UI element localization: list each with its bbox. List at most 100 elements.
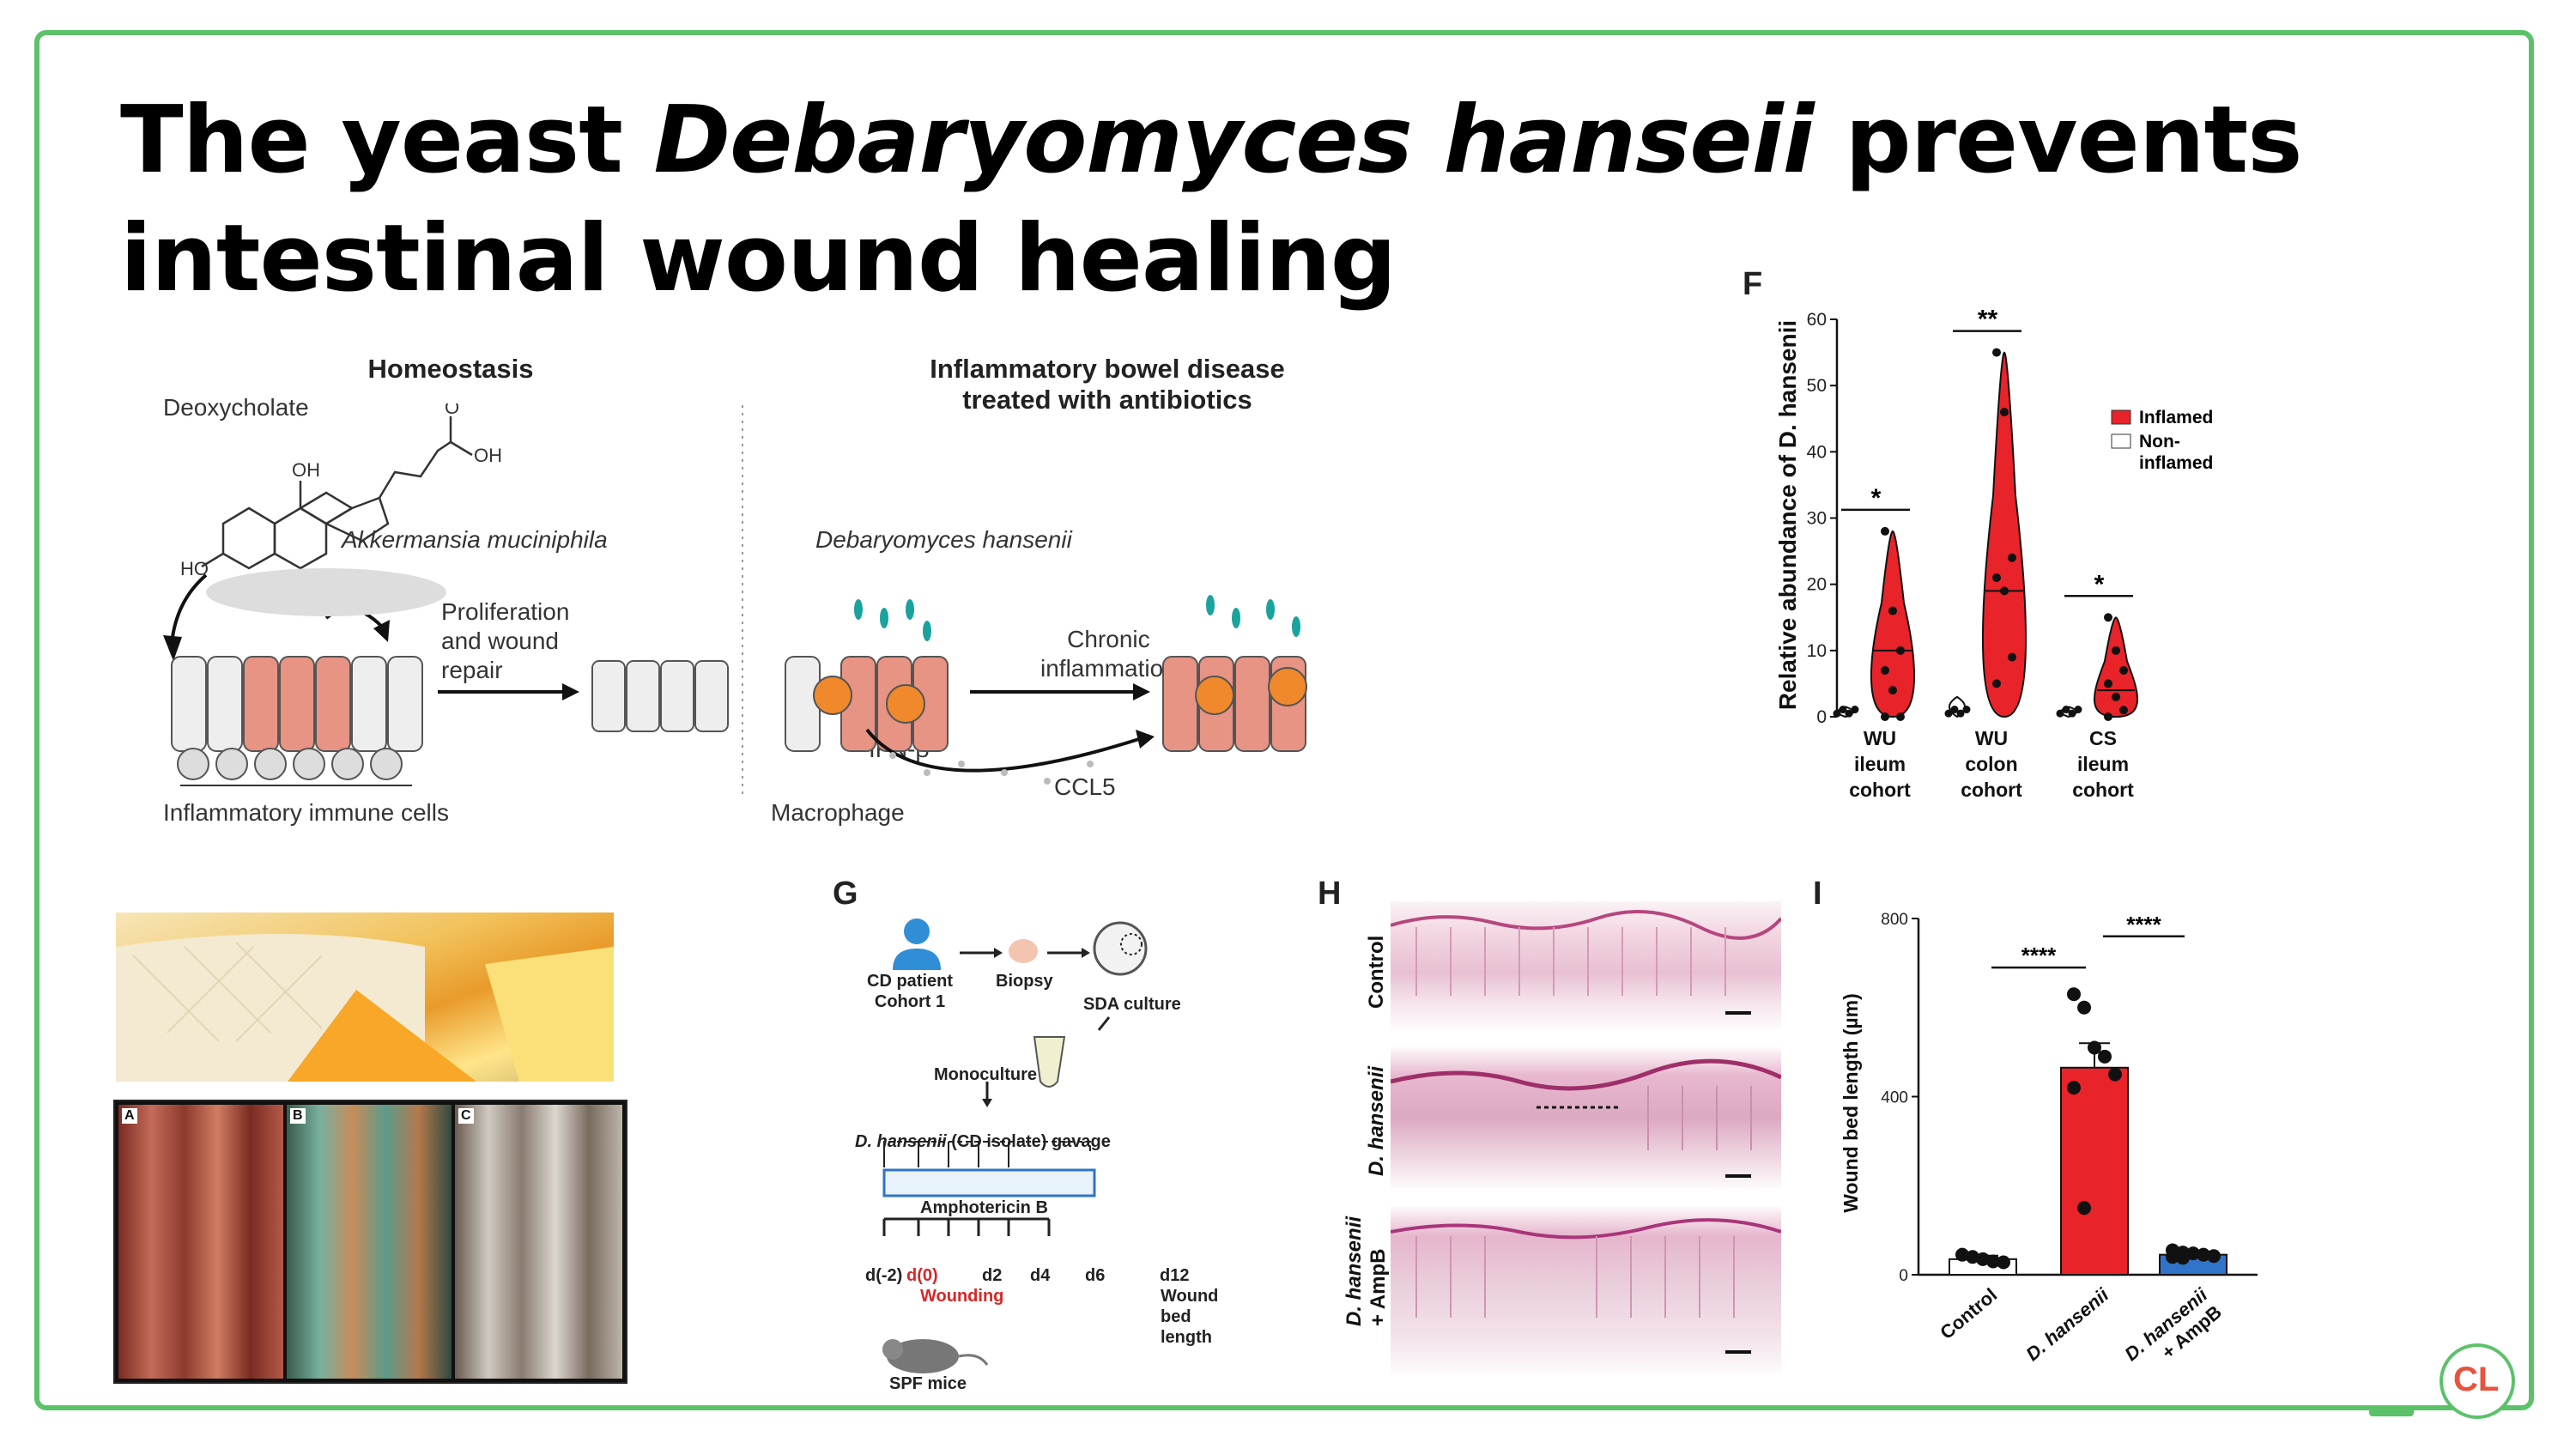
deoxycholate-label: Deoxycholate (163, 394, 309, 421)
g-wounding-label: Wounding (920, 1287, 1004, 1306)
f-sig-label-2: * (2094, 570, 2105, 598)
f-point-inflamed-2-2 (2119, 665, 2128, 675)
f-xlabel-2-0: CS (2089, 727, 2117, 749)
h-label-dhansenii-ampb: D. hansenii+ AmpB (1343, 1216, 1390, 1326)
f-point-inflamed-0-5 (1896, 712, 1905, 721)
i-point-1-6 (2077, 1201, 2091, 1216)
f-ytick-label-0: 0 (1816, 707, 1827, 727)
f-xlabel-2-1: ileum (2077, 753, 2129, 775)
chart-i-ylabel: Wound bed length (µm) (1840, 993, 1862, 1213)
panel-letter-g: G (833, 876, 858, 912)
f-point-inflamed-1-6 (1992, 679, 2001, 688)
akkermansia-label: Akkermansia muciniphila (342, 526, 608, 553)
g-day-3: d4 (1030, 1266, 1051, 1285)
i-point-2-6 (2176, 1251, 2190, 1265)
g-patient-label: CD patient Cohort 1 (867, 972, 953, 1011)
f-point-inflamed-1-3 (1992, 573, 2001, 582)
i-xlabel-line-1-0: D. hansenii (2021, 1283, 2113, 1365)
f-point-inflamed-2-3 (2104, 679, 2112, 688)
g-sda-label: SDA culture (1083, 995, 1181, 1014)
immune-cells-label: Inflammatory immune cells (163, 799, 449, 826)
f-point-inflamed-0-0 (1881, 526, 1889, 536)
photo-label-c: C (458, 1108, 474, 1124)
i-bar-1 (2060, 1066, 2129, 1276)
i-sig-label-1: **** (2126, 912, 2161, 937)
f-point-noninflamed-0-2 (1845, 709, 1853, 718)
i-ytick-label-1: 400 (1881, 1089, 1908, 1107)
h-label-dhansenii: D. hansenii (1365, 1065, 1388, 1176)
f-point-noninflamed-1-3 (1962, 706, 1971, 714)
f-point-inflamed-1-4 (2000, 586, 2009, 596)
f-point-inflamed-2-6 (2104, 712, 2112, 721)
f-ytick-label-2: 20 (1807, 575, 1827, 595)
i-ytick-label-2: 800 (1881, 911, 1908, 929)
f-point-inflamed-0-4 (1888, 686, 1897, 695)
svg-text:OH: OH (474, 445, 502, 466)
sausage-photo-c (455, 1105, 622, 1379)
i-point-0-2 (1976, 1252, 1990, 1266)
chart-f-ylabel: Relative abundance of D. hansenii (1774, 320, 1801, 710)
epithelium-homeostasis (171, 656, 423, 752)
histology-dhansenii-ampb (1391, 1206, 1781, 1373)
f-point-inflamed-2-5 (2119, 706, 2128, 715)
panel-g-drawing (882, 919, 1148, 1373)
proliferation-label: Proliferation and wound repair (441, 598, 570, 683)
sausage-photo-a (118, 1105, 283, 1379)
i-point-1-2 (2088, 1040, 2101, 1055)
epithelium-ibd (785, 656, 1307, 752)
homeostasis-title: Homeostasis (367, 354, 534, 384)
i-sig-label-0: **** (2021, 943, 2057, 968)
f-point-noninflamed-0-1 (1839, 706, 1847, 714)
i-ytick-label-0: 0 (1899, 1267, 1908, 1285)
f-point-inflamed-0-6 (1881, 712, 1889, 721)
f-point-inflamed-2-0 (2104, 613, 2112, 622)
f-point-noninflamed-1-0 (1944, 709, 1953, 718)
f-point-noninflamed-2-2 (2068, 709, 2076, 718)
legend-inflamed: Inflamed (2139, 408, 2213, 427)
f-ytick-label-4: 40 (1807, 442, 1827, 462)
g-day-0: d(-2) (865, 1266, 903, 1285)
chronic-inflammation-label: Chronic inflammation (1040, 626, 1177, 682)
f-point-noninflamed-0-0 (1833, 709, 1841, 718)
i-xlabel-line-0-0: Control (1936, 1284, 2001, 1343)
plug-icon (2369, 1406, 2414, 1416)
i-point-2-4 (2207, 1249, 2221, 1264)
sausage-photos: A B C (113, 1100, 627, 1384)
i-point-1-4 (2108, 1067, 2122, 1082)
i-point-0-4 (1997, 1255, 2010, 1270)
i-point-1-1 (2077, 1000, 2091, 1015)
f-point-inflamed-0-2 (1896, 646, 1905, 655)
f-point-inflamed-2-1 (2112, 646, 2120, 655)
macrophage-label: Macrophage (771, 799, 905, 826)
i-point-2-2 (2186, 1246, 2200, 1261)
f-point-inflamed-1-5 (2008, 652, 2016, 662)
panel-letter-h: H (1318, 876, 1342, 912)
panel-letter-i: I (1813, 876, 1822, 912)
cheese-photo (116, 912, 614, 1082)
debaryomyces-label: Debaryomyces hansenii (815, 526, 1072, 553)
f-point-inflamed-1-0 (1992, 348, 2001, 357)
i-point-0-0 (1955, 1247, 1969, 1262)
svg-text:OH: OH (292, 459, 320, 481)
f-ytick-label-1: 10 (1807, 641, 1827, 661)
f-point-noninflamed-1-2 (1956, 709, 1965, 718)
i-point-1-3 (2098, 1049, 2112, 1064)
f-ytick-label-3: 30 (1807, 509, 1827, 529)
g-mice-label: SPF mice (889, 1374, 967, 1393)
f-xlabel-2-2: cohort (2072, 779, 2134, 801)
i-xlabel-1: D. hansenii (2021, 1283, 2113, 1365)
f-violin-inflamed-1 (1981, 351, 2027, 718)
f-point-inflamed-2-4 (2112, 692, 2120, 701)
g-gavage-label: D. hansenii (CD isolate) gavage (855, 1132, 1111, 1151)
g-day-2: d2 (982, 1266, 1003, 1285)
legend-noninflamed-2: inflamed (2139, 453, 2213, 473)
f-xlabel-1-1: colon (1965, 753, 2017, 775)
f-xlabel-1-0: WU (1975, 727, 2008, 749)
ibd-title: Inflammatory bowel disease treated with … (930, 354, 1285, 415)
g-amphotericin-label: Amphotericin B (920, 1198, 1048, 1217)
i-point-0-1 (1966, 1250, 1979, 1264)
cl-logo: CL (2440, 1343, 2515, 1419)
f-ytick-label-6: 60 (1807, 310, 1827, 330)
